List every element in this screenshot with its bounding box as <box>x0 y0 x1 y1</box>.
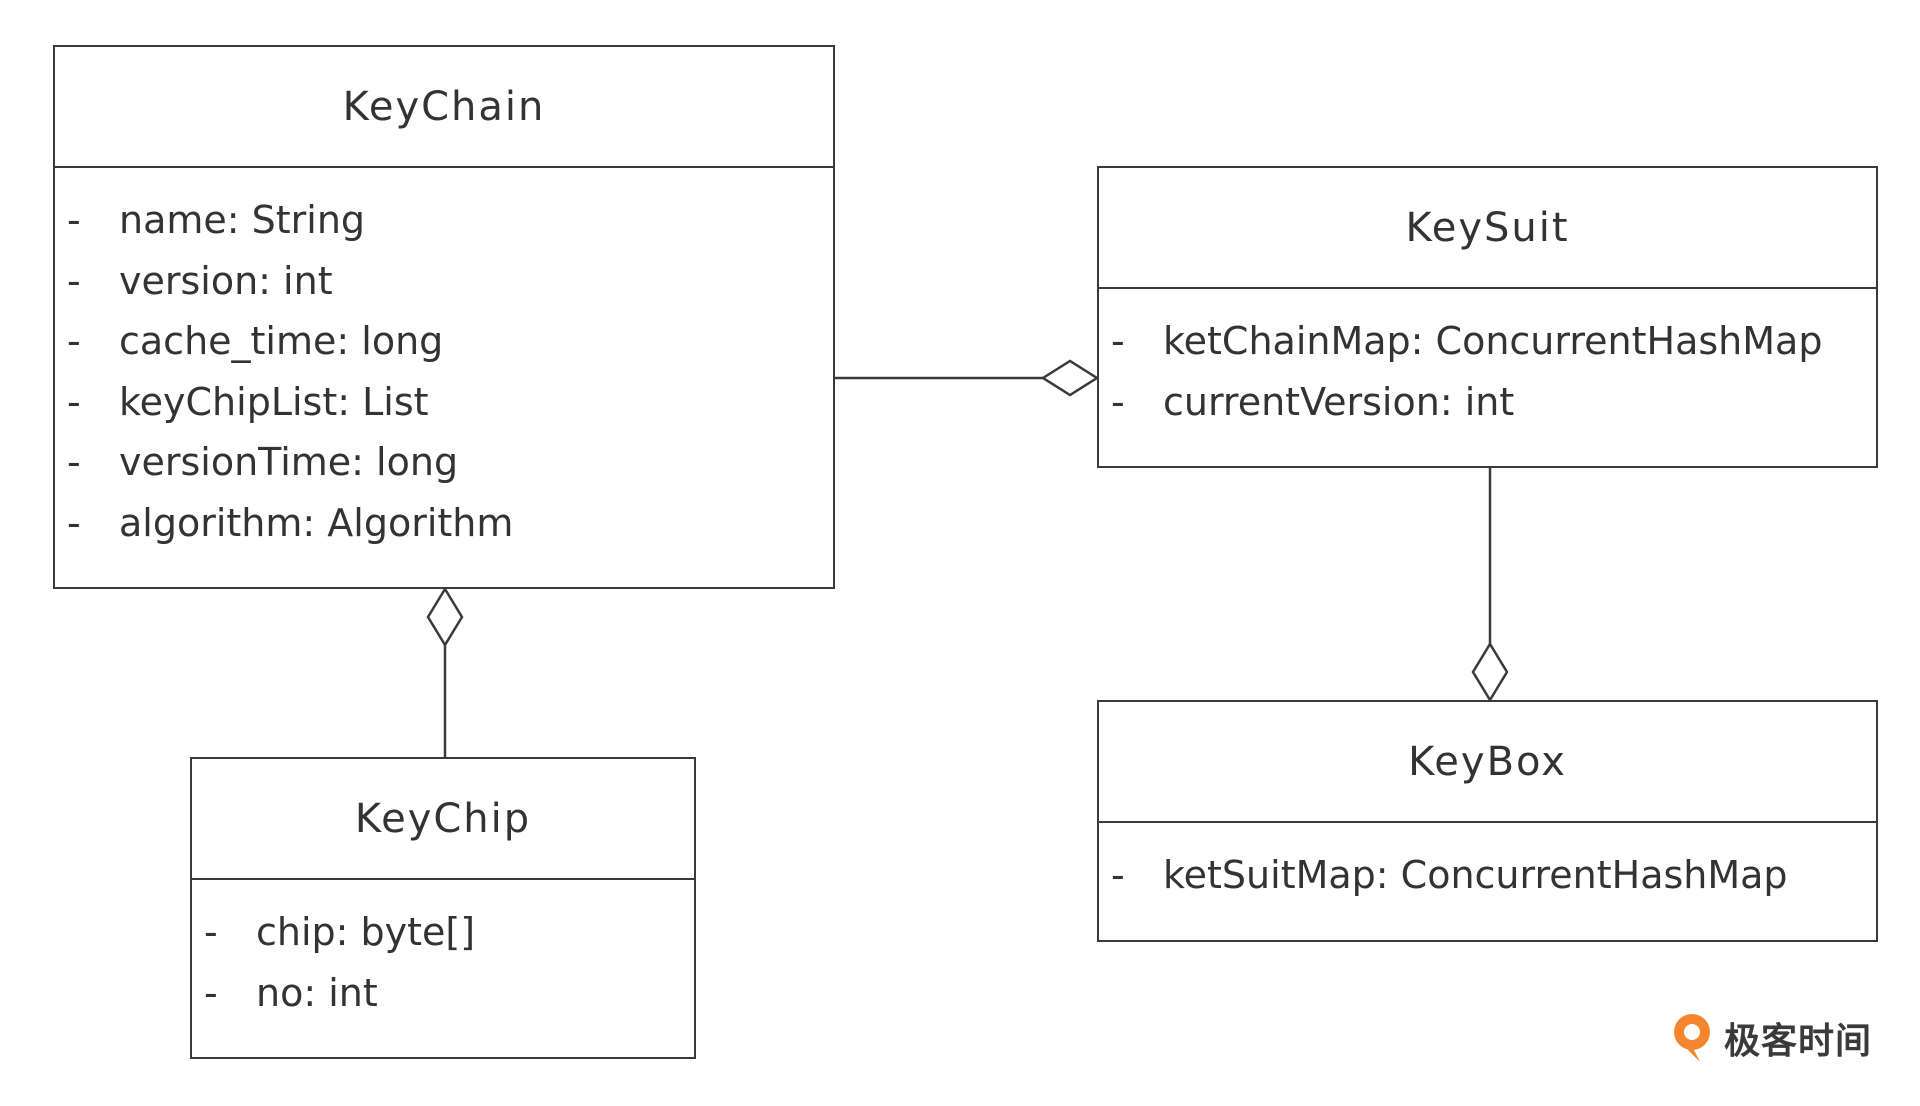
attribute-text: ketSuitMap: ConcurrentHashMap <box>1163 853 1788 897</box>
class-name: KeySuit <box>1099 168 1876 289</box>
class-name: KeyBox <box>1099 702 1876 823</box>
class-keychip[interactable]: KeyChip - chip: byte[] - no: int <box>190 757 696 1059</box>
visibility-marker: - <box>67 198 81 242</box>
attribute-text: algorithm: Algorithm <box>119 500 514 545</box>
class-name: KeyChain <box>55 47 833 168</box>
attribute-list: - ketSuitMap: ConcurrentHashMap <box>1099 823 1876 906</box>
attribute-text: no: int <box>256 970 378 1015</box>
attribute-text: chip: byte[] <box>256 910 476 954</box>
visibility-marker: - <box>204 970 218 1015</box>
visibility-marker: - <box>1111 319 1125 363</box>
aggregation-diamond <box>1471 641 1509 703</box>
logo-text: 极客时间 <box>1724 1021 1873 1062</box>
class-keychain[interactable]: KeyChain - name: String - version: int -… <box>53 45 835 589</box>
visibility-marker: - <box>1111 853 1125 897</box>
attribute-text: currentVersion: int <box>1163 379 1515 424</box>
attribute-item: - name: String <box>55 190 833 251</box>
attribute-item: - chip: byte[] <box>192 902 694 963</box>
attribute-list: - name: String - version: int - cache_ti… <box>55 168 833 553</box>
aggregation-keychain-keysuit <box>835 359 1100 397</box>
attribute-text: cache_time: long <box>119 319 444 363</box>
geektime-logo-icon <box>1674 1014 1710 1062</box>
attribute-text: ketChainMap: ConcurrentHashMap <box>1163 319 1823 363</box>
attribute-item: - cache_time: long <box>55 311 833 372</box>
attribute-text: name: String <box>119 198 366 242</box>
attribute-item: - version: int <box>55 251 833 312</box>
visibility-marker: - <box>67 258 81 303</box>
class-keysuit[interactable]: KeySuit - ketChainMap: ConcurrentHashMap… <box>1097 166 1878 468</box>
attribute-item: - ketChainMap: ConcurrentHashMap <box>1099 311 1876 372</box>
attribute-text: keyChipList: List <box>119 379 429 424</box>
attribute-item: - versionTime: long <box>55 432 833 493</box>
visibility-marker: - <box>67 379 81 424</box>
attribute-text: version: int <box>119 258 333 303</box>
aggregation-keysuit-keybox <box>1471 468 1509 703</box>
attribute-item: - ketSuitMap: ConcurrentHashMap <box>1099 845 1876 906</box>
attribute-list: - ketChainMap: ConcurrentHashMap - curre… <box>1099 289 1876 432</box>
class-name: KeyChip <box>192 759 694 880</box>
aggregation-keychip-keychain <box>426 586 464 757</box>
visibility-marker: - <box>1111 379 1125 424</box>
attribute-item: - no: int <box>192 963 694 1024</box>
attribute-list: - chip: byte[] - no: int <box>192 880 694 1023</box>
visibility-marker: - <box>67 319 81 363</box>
visibility-marker: - <box>204 910 218 954</box>
class-keybox[interactable]: KeyBox - ketSuitMap: ConcurrentHashMap <box>1097 700 1878 942</box>
aggregation-diamond <box>1040 359 1100 397</box>
geektime-logo: 极客时间 <box>1670 1010 1872 1066</box>
attribute-item: - keyChipList: List <box>55 372 833 433</box>
aggregation-diamond <box>426 586 464 648</box>
attribute-item: - algorithm: Algorithm <box>55 493 833 554</box>
attribute-item: - currentVersion: int <box>1099 372 1876 433</box>
visibility-marker: - <box>67 500 81 545</box>
attribute-text: versionTime: long <box>119 440 459 484</box>
visibility-marker: - <box>67 440 81 484</box>
